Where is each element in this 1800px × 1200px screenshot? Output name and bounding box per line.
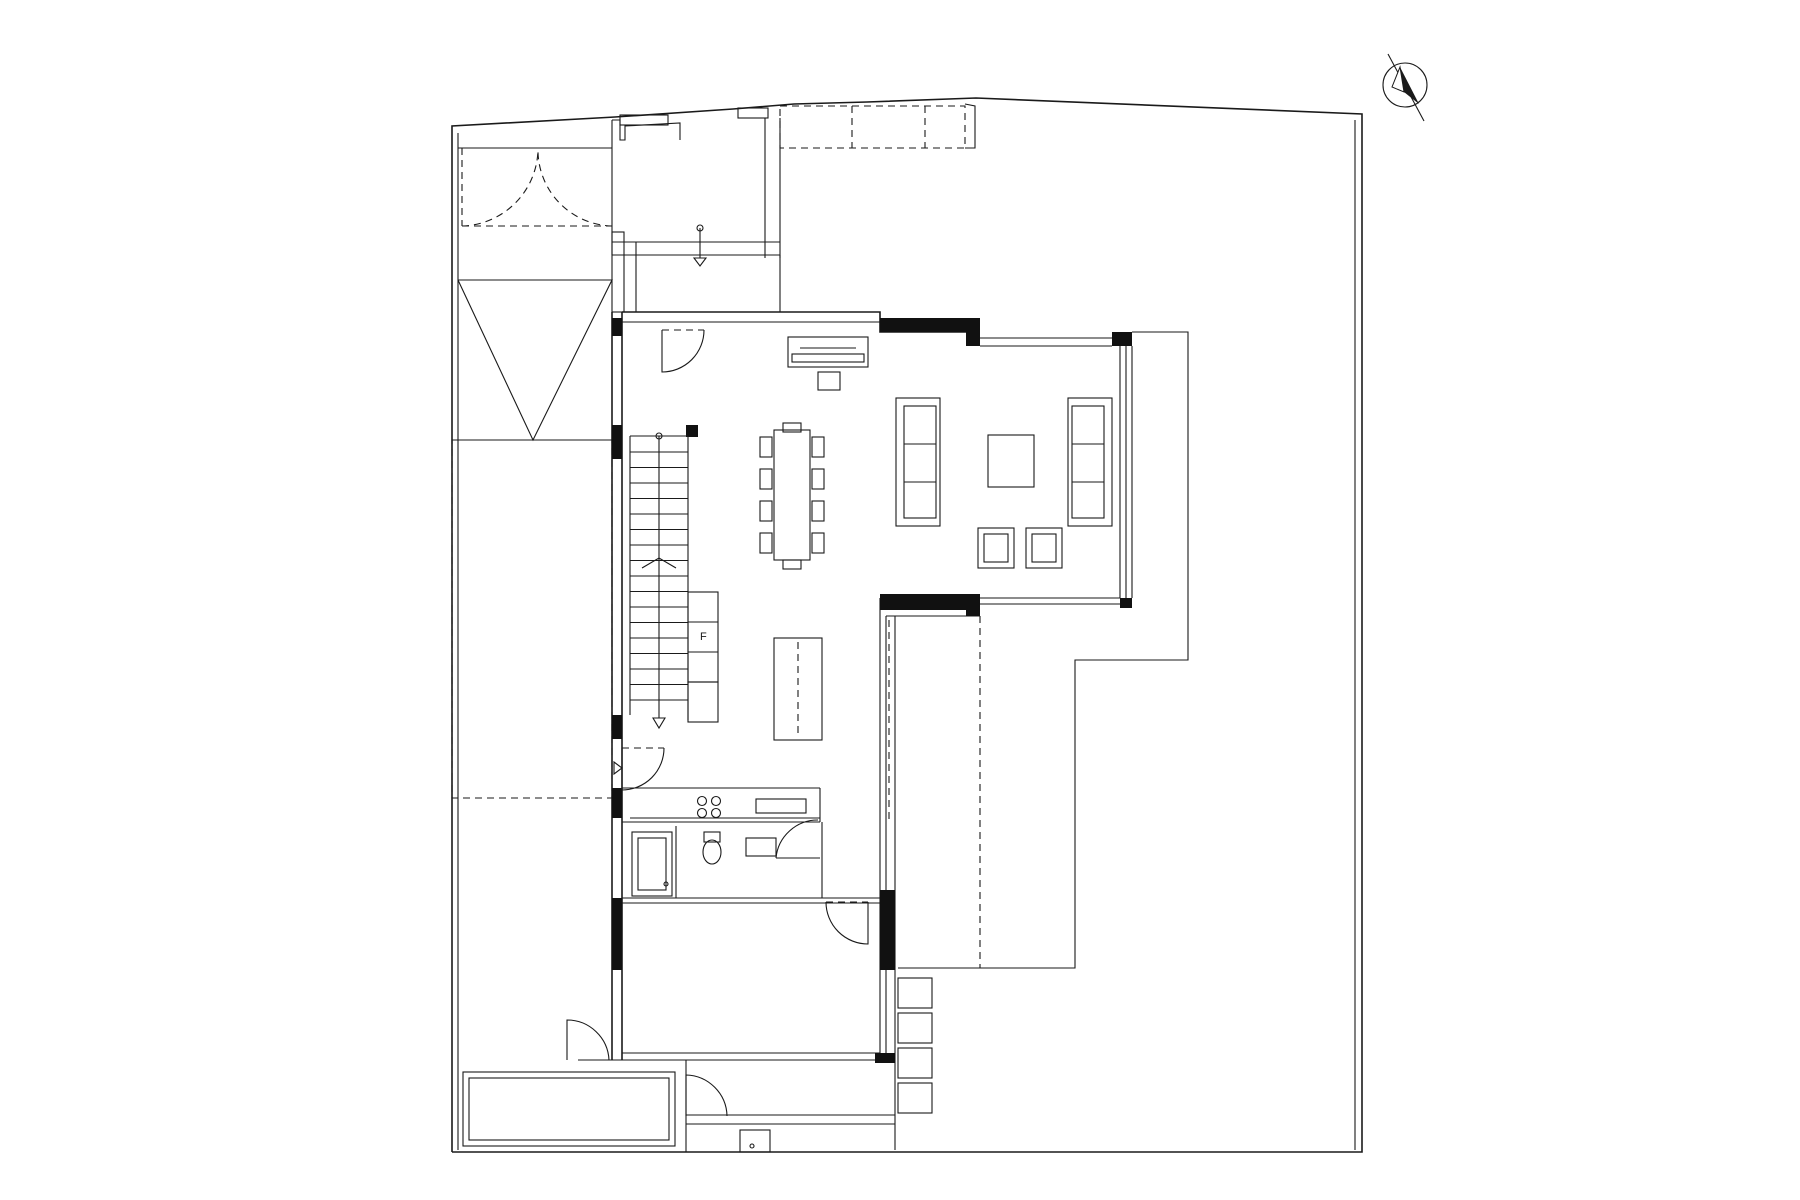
house-walls: [578, 311, 1189, 1152]
planter-bench: [462, 1071, 676, 1147]
outdoor-sink: [739, 1129, 771, 1153]
fireplace: [787, 336, 869, 391]
bathroom-fixtures: [631, 826, 777, 898]
staircase: [629, 432, 689, 730]
doors: [566, 329, 869, 1117]
fridge-label: F: [700, 631, 707, 643]
sofa-right: [1067, 397, 1113, 527]
north-arrow-icon: [1382, 53, 1428, 122]
stepping-stones: [897, 977, 933, 1114]
carport: [451, 279, 613, 799]
kitchen-island: [773, 637, 823, 741]
kitchen-counter: [696, 795, 807, 819]
entry-steps: [611, 224, 781, 313]
sofa-left: [895, 397, 941, 527]
armchairs: [977, 527, 1063, 569]
coffee-table: [987, 434, 1035, 488]
furniture: F: [462, 336, 1113, 1153]
dining-table: [759, 422, 825, 570]
structural-columns: [612, 318, 1132, 1063]
fridge: F: [687, 591, 719, 723]
north-gates: [458, 103, 976, 258]
site-boundary: [451, 97, 1363, 1153]
